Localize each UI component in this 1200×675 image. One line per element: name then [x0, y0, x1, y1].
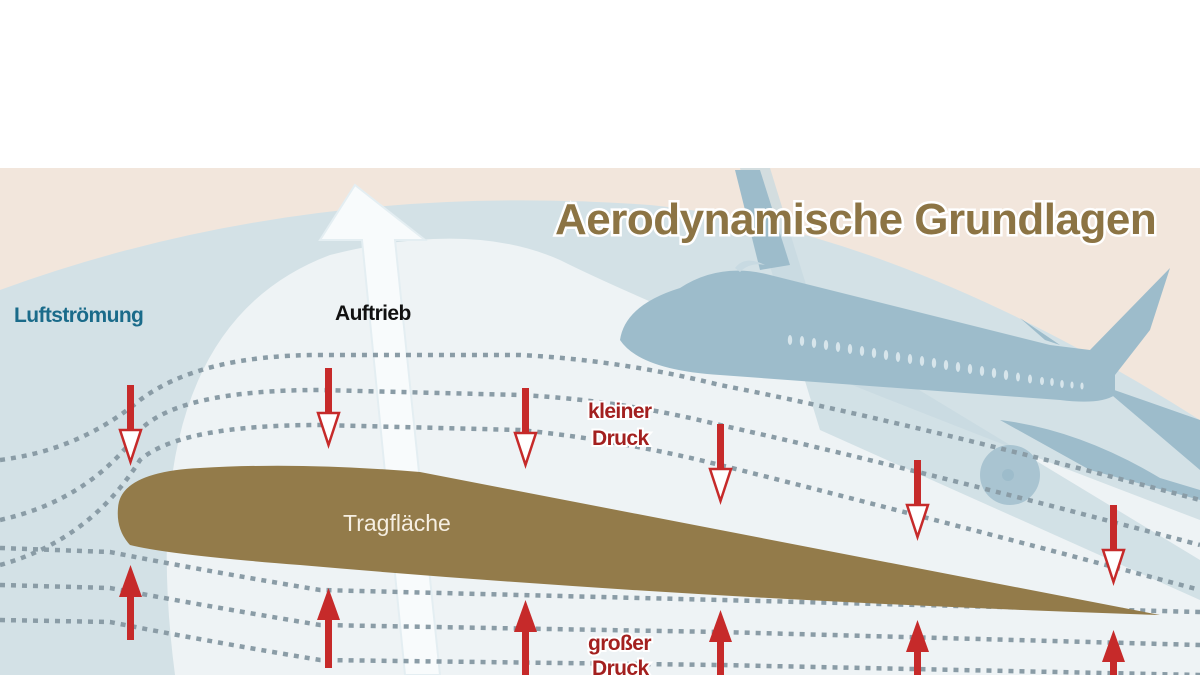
wing-airfoil: [117, 465, 1160, 615]
up-arrow-icon: [1102, 630, 1125, 675]
down-arrow-icon: [513, 388, 538, 470]
down-arrow-icon: [708, 424, 733, 506]
up-arrow-icon: [514, 600, 537, 675]
up-arrow-icon: [317, 588, 340, 668]
airplane-windows: [787, 335, 1084, 390]
wing-shadow: [740, 168, 1200, 600]
lift-label: Auftrieb: [335, 302, 411, 325]
high-pressure-label-line1: großer: [588, 632, 651, 655]
top-margin: [0, 0, 1200, 168]
up-arrow-icon: [906, 620, 929, 675]
streamlines: [0, 352, 1200, 675]
down-arrow-icon: [118, 385, 143, 467]
down-arrow-icon: [1101, 505, 1126, 587]
airflow-label: Luftströmung: [14, 304, 143, 327]
low-pressure-label-line1: kleiner: [588, 400, 652, 423]
low-pressure-label-line2: Druck: [592, 427, 649, 450]
up-arrow-icon: [709, 610, 732, 675]
down-arrow-icon: [905, 460, 930, 542]
high-pressure-arrows: [119, 565, 1125, 675]
low-pressure-arrows: [118, 368, 1126, 587]
down-arrow-icon: [316, 368, 341, 450]
diagram-title: Aerodynamische Grundlagen: [555, 195, 1156, 244]
high-pressure-label-line2: Druck: [592, 657, 649, 675]
airplane-silhouette: [620, 170, 1200, 505]
up-arrow-icon: [119, 565, 142, 640]
wing-label: Tragfläche: [343, 510, 451, 536]
